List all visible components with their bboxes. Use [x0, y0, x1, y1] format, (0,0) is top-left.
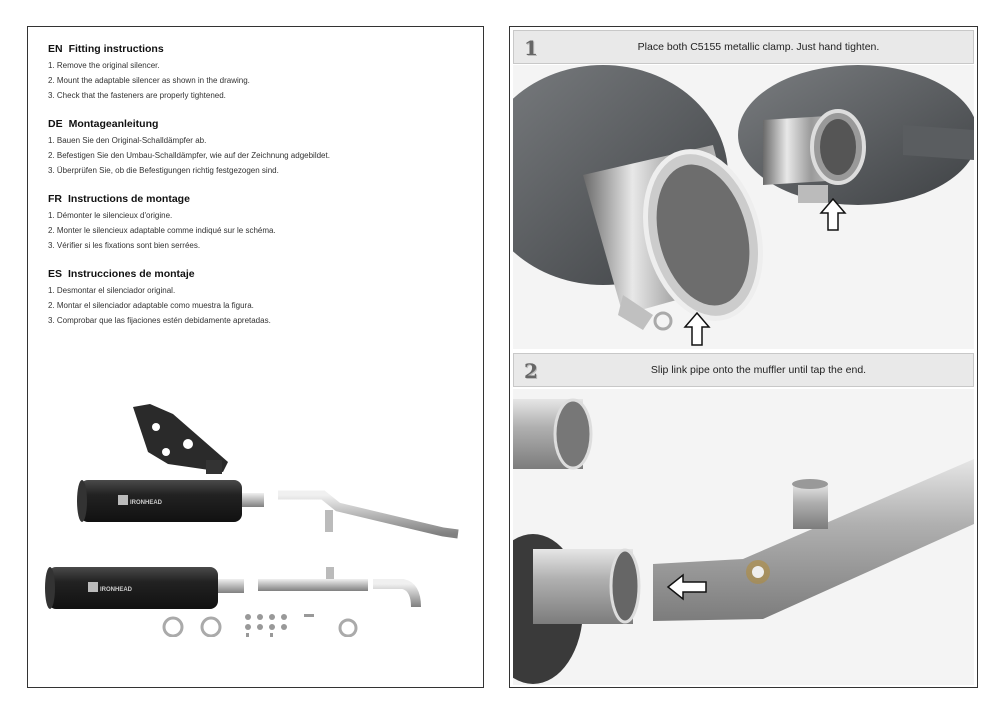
step-instruction: Slip link pipe onto the muffler until ta… [650, 364, 867, 376]
elbow-pipe [373, 579, 421, 608]
section-heading: DE Montageanleitung [48, 118, 330, 130]
instruction-line: 2. Montar el silenciador adaptable como … [48, 301, 254, 310]
section-de: DE Montageanleitung 1. Bauen Sie den Orig… [48, 118, 330, 178]
section-en: EN Fitting instructions 1. Remove the ori… [48, 43, 250, 103]
brand-logo: IRONHEAD [100, 587, 133, 593]
step-instruction: Place both C5155 metallic clamp. Just ha… [637, 41, 880, 53]
instructions-panel: EN Fitting instructions 1. Remove the ori… [27, 26, 484, 688]
lower-silencer [48, 567, 218, 609]
instruction-line: 3. Überprüfen Sie, ob die Befestigungen … [48, 166, 279, 175]
instruction-line: 1. Desmontar el silenciador original. [48, 286, 176, 295]
section-title: Instructions de montage [68, 193, 190, 205]
section-title: Fitting instructions [68, 43, 164, 55]
instruction-line: 1. Bauen Sie den Original-Schalldämpfer … [48, 136, 207, 145]
section-fr: FR Instructions de montage 1. Démonter le… [48, 193, 276, 253]
lower-link-pipe [258, 579, 368, 591]
brand-logo: IRONHEAD [130, 500, 163, 506]
section-es: ES Instrucciones de montaje 1. Desmontar … [48, 268, 271, 328]
steps-panel: 1 Place both C5155 metallic clamp. Just … [509, 26, 978, 688]
fastener-hardware [245, 614, 314, 637]
step-number: 1 [524, 36, 538, 60]
language-code: ES [48, 268, 63, 280]
up-arrow-icon [819, 197, 847, 231]
step-1-header: 1 Place both C5155 metallic clamp. Just … [513, 30, 974, 64]
instruction-line: 2. Monter le silencieux adaptable comme … [48, 226, 276, 235]
instruction-line: 3. Check that the fasteners are properly… [48, 91, 226, 100]
step-1-photo [513, 65, 974, 349]
step-2-header: 2 Slip link pipe onto the muffler until … [513, 353, 974, 387]
upper-link-pipe [278, 490, 459, 539]
step-2-photo [513, 389, 974, 685]
instruction-line: 2. Befestigen Sie den Umbau-Schalldämpfe… [48, 151, 330, 160]
section-title: Montageanleitung [68, 118, 159, 130]
instruction-line: 1. Remove the original silencer. [48, 61, 160, 70]
clamp [338, 618, 358, 637]
step-number: 2 [524, 359, 538, 383]
instruction-line: 1. Démonter le silencieux d'origine. [48, 211, 173, 220]
clamp [200, 616, 222, 637]
section-heading: ES Instrucciones de montaje [48, 268, 271, 280]
clamp [162, 616, 184, 637]
language-code: DE [48, 118, 63, 130]
instruction-line: 2. Mount the adaptable silencer as shown… [48, 76, 250, 85]
product-kit-image: IRONHEAD IRONHEAD [45, 404, 459, 637]
upper-silencer [80, 480, 242, 522]
instruction-line: 3. Vérifier si les fixations sont bien s… [48, 241, 201, 250]
section-title: Instrucciones de montaje [68, 268, 195, 280]
language-code: EN [48, 43, 63, 55]
section-heading: FR Instructions de montage [48, 193, 276, 205]
mounting-bracket [133, 404, 228, 472]
up-arrow-icon [683, 311, 711, 346]
left-arrow-icon [666, 573, 707, 601]
language-code: FR [48, 193, 62, 205]
instruction-line: 3. Comprobar que las fijaciones estén de… [48, 316, 271, 325]
section-heading: EN Fitting instructions [48, 43, 250, 55]
